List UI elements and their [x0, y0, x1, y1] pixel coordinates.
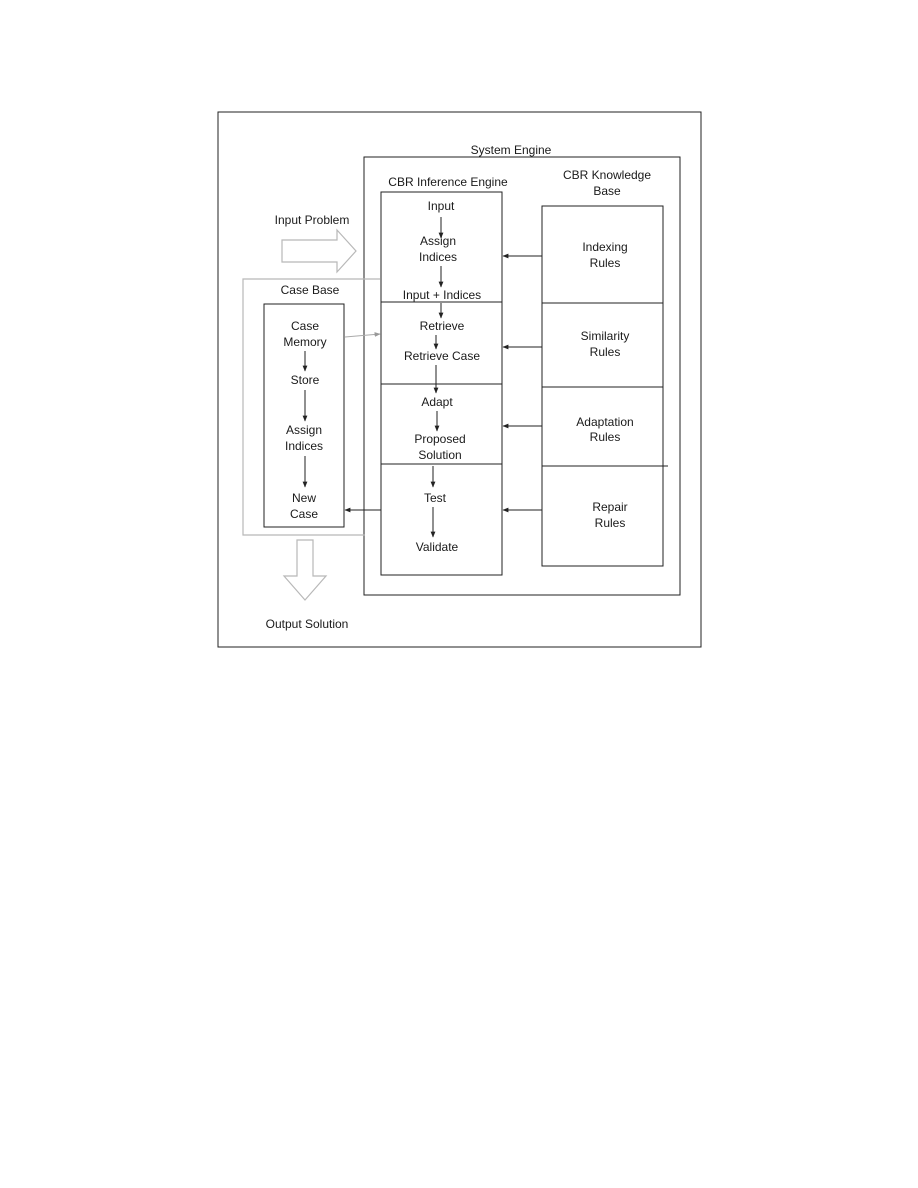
repair-rules-1: Repair: [592, 500, 627, 514]
case-memory-2: Memory: [283, 335, 326, 349]
step-validate: Validate: [416, 540, 459, 554]
adaptation-rules-2: Rules: [590, 430, 621, 444]
case-base-title: Case Base: [281, 283, 340, 297]
system-engine-title: System Engine: [471, 143, 552, 157]
case-base-box: [263, 303, 345, 528]
cb-assign-1: Assign: [286, 423, 322, 437]
case-memory-1: Case: [291, 319, 319, 333]
system-engine-box: [363, 156, 681, 596]
step-input-indices: Input + Indices: [403, 288, 481, 302]
output-solution-arrow: [282, 539, 328, 601]
case-base-outline: [242, 278, 380, 536]
step-assign-indices-1: Assign: [420, 234, 456, 248]
indexing-rules-2: Rules: [590, 256, 621, 270]
similarity-rules-2: Rules: [590, 345, 621, 359]
new-case-1: New: [292, 491, 316, 505]
adaptation-rules-1: Adaptation: [576, 415, 633, 429]
inference-engine-title: CBR Inference Engine: [388, 175, 508, 189]
arrow-memory-to-retrieve: [344, 332, 381, 338]
step-retrieve-case: Retrieve Case: [404, 349, 480, 363]
repair-rules-2: Rules: [595, 516, 626, 530]
step-adapt: Adapt: [421, 395, 453, 409]
figure-frame: [217, 111, 702, 648]
knowledge-base-box: [541, 205, 664, 567]
knowledge-base-title-1: CBR Knowledge: [563, 168, 651, 182]
knowledge-base-title-2: Base: [593, 184, 621, 198]
new-case-2: Case: [290, 507, 318, 521]
similarity-rules-1: Similarity: [581, 329, 630, 343]
step-test: Test: [424, 491, 447, 505]
step-input: Input: [428, 199, 455, 213]
step-assign-indices-2: Indices: [419, 250, 457, 264]
step-proposed-2: Solution: [418, 448, 461, 462]
step-retrieve: Retrieve: [420, 319, 465, 333]
output-solution-label: Output Solution: [266, 617, 349, 631]
step-proposed-1: Proposed: [414, 432, 465, 446]
cb-assign-2: Indices: [285, 439, 323, 453]
input-problem-label: Input Problem: [275, 213, 350, 227]
indexing-rules-1: Indexing: [582, 240, 627, 254]
store-label: Store: [291, 373, 320, 387]
input-problem-arrow: [281, 228, 357, 274]
